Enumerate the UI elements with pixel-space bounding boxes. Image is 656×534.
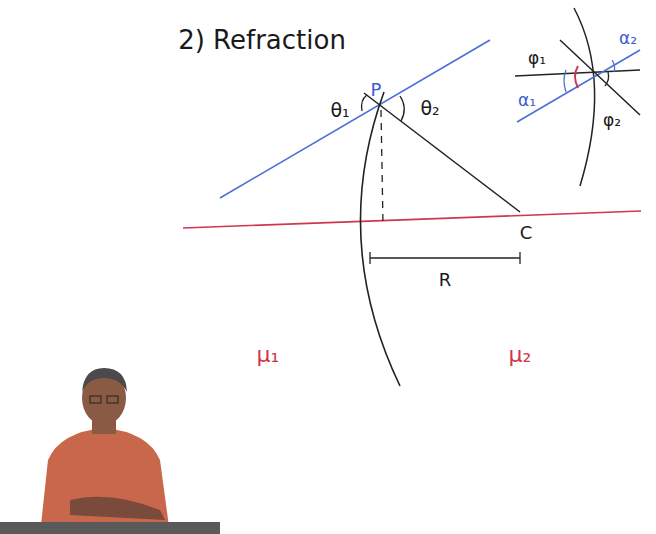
incident-ray [220,40,490,198]
inset-normal [560,40,640,115]
dimension-tick [519,252,520,264]
dimension-tick [369,252,370,264]
inset-angle-arc [612,60,615,72]
inset-angle-arc [575,66,578,88]
angle-label: μ₂ [509,343,532,367]
angle-label: C [520,223,533,243]
angle-label: θ₂ [420,98,439,119]
title: 2) Refraction [178,26,346,55]
inset-angle-arc [564,70,566,92]
inset-angle-arc [605,72,609,86]
angle-label: P [371,80,382,100]
inset-axis [515,70,640,76]
lecturer [0,368,220,534]
angle-arc [400,96,404,121]
angle-label: α₂ [619,29,637,48]
angle-label: θ₁ [330,100,349,121]
angle-label: α₁ [518,91,536,110]
angle-label: R [439,270,452,290]
principal-axis [183,211,641,228]
angle-label: φ₁ [528,49,546,68]
inset-surface [574,8,595,186]
normal-line [364,93,520,212]
dimension-line [370,257,520,258]
angle-label: φ₂ [603,111,621,130]
angle-label: μ₁ [257,343,280,367]
refracting-surface [360,92,400,386]
angle-arc [362,95,367,111]
perpendicular-dashed [381,110,383,224]
